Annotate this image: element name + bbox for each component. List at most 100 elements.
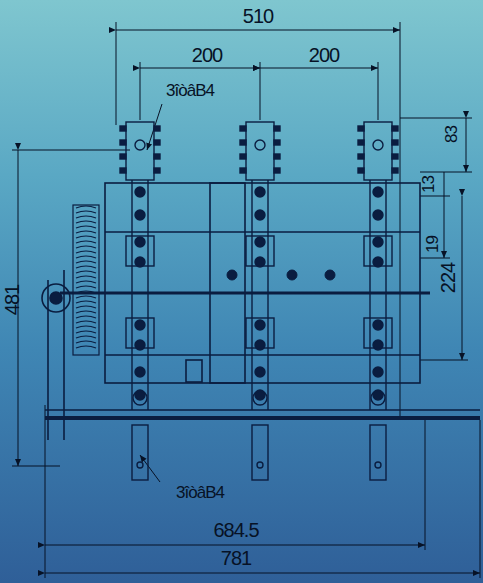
bolt [255,187,265,197]
fin [274,154,280,159]
contact-block [364,236,392,266]
fin [274,126,280,131]
dimension-label: 481 [2,285,22,315]
terminal-bolt [255,140,265,150]
bolt [135,237,145,247]
fin [240,126,246,131]
spring-coil [76,311,96,313]
bolt [135,187,145,197]
spring-coil [76,266,96,268]
fin [120,154,126,159]
bolt [255,367,265,377]
fin [274,140,280,145]
pole [120,122,160,480]
spring-coil [76,286,96,288]
pole [240,122,280,480]
spring-coil [76,346,96,348]
spring-coil [76,256,96,258]
insulator [126,122,154,180]
fin [154,140,160,145]
fin [154,154,160,159]
spring-coil [76,321,96,323]
pole-rod [369,180,370,410]
bottom-terminal [370,425,386,480]
spring-coil [76,331,96,333]
dimension-label: 200 [309,45,339,65]
fin [358,168,364,173]
spring-coil [76,221,96,223]
spring-coil [76,276,96,278]
spring-coil [76,261,96,263]
bolt [135,320,145,330]
insulator [246,122,274,180]
dimension-label: 200 [192,45,222,65]
terminal-hole [257,462,263,468]
spring-coil [76,251,96,253]
dimension-label: 3îòâB4 [166,82,214,99]
spring-coil [76,306,96,308]
spring-coil [76,226,96,228]
fin [120,140,126,145]
terminal-bolt [373,140,383,150]
spring-coil [76,326,96,328]
spring-coil [76,216,96,218]
fin [392,140,398,145]
fin [392,168,398,173]
bolt [373,210,383,220]
spring-coil [76,246,96,248]
fin [392,154,398,159]
fin [120,168,126,173]
spring [76,206,96,348]
contact-block [246,236,274,266]
fin [358,140,364,145]
fin [358,154,364,159]
pole-rod [131,180,132,410]
spring-coil [76,336,96,338]
terminal-hole [137,462,143,468]
bottom-terminal [132,425,148,480]
fin [240,140,246,145]
spring-coil [76,241,96,243]
fin [120,126,126,131]
dimension-label: 510 [243,6,273,26]
spring-coil [76,301,96,303]
bolt [255,320,265,330]
shaft-bearing [253,391,267,405]
mechanism-bolt [227,270,237,280]
dimension-label: 781 [221,548,251,568]
contact-block [246,318,274,348]
spring-coil [76,271,96,273]
spring-coil [76,231,96,233]
pole-assemblies [120,122,398,480]
spring-coil [76,236,96,238]
spring-coil [76,341,96,343]
dimension-label: 83 [442,126,459,143]
bolt [373,187,383,197]
bolt [373,237,383,247]
pole-rod [267,180,268,410]
bottom-terminal [252,425,268,480]
bolt [373,320,383,330]
bolt [373,367,383,377]
spring-coil [76,316,96,318]
spring-coil [76,281,96,283]
contact-block [364,318,392,348]
fin [274,168,280,173]
fin [240,168,246,173]
shaft-bearing [133,391,147,405]
pole-rod [147,180,148,410]
dimension-label: 13 [419,176,436,193]
contact-block [126,318,154,348]
dimension-label: 19 [423,236,440,253]
shaft-bearing [371,391,385,405]
spring-coil [76,296,96,298]
terminal-hole [375,462,381,468]
switch-frame [42,183,480,440]
spring-coil [76,291,96,293]
terminal-bolt [135,140,145,150]
bolt [255,210,265,220]
contact-block [126,236,154,266]
fin [240,154,246,159]
mechanism-bolt [287,270,297,280]
pole-rod [251,180,252,410]
